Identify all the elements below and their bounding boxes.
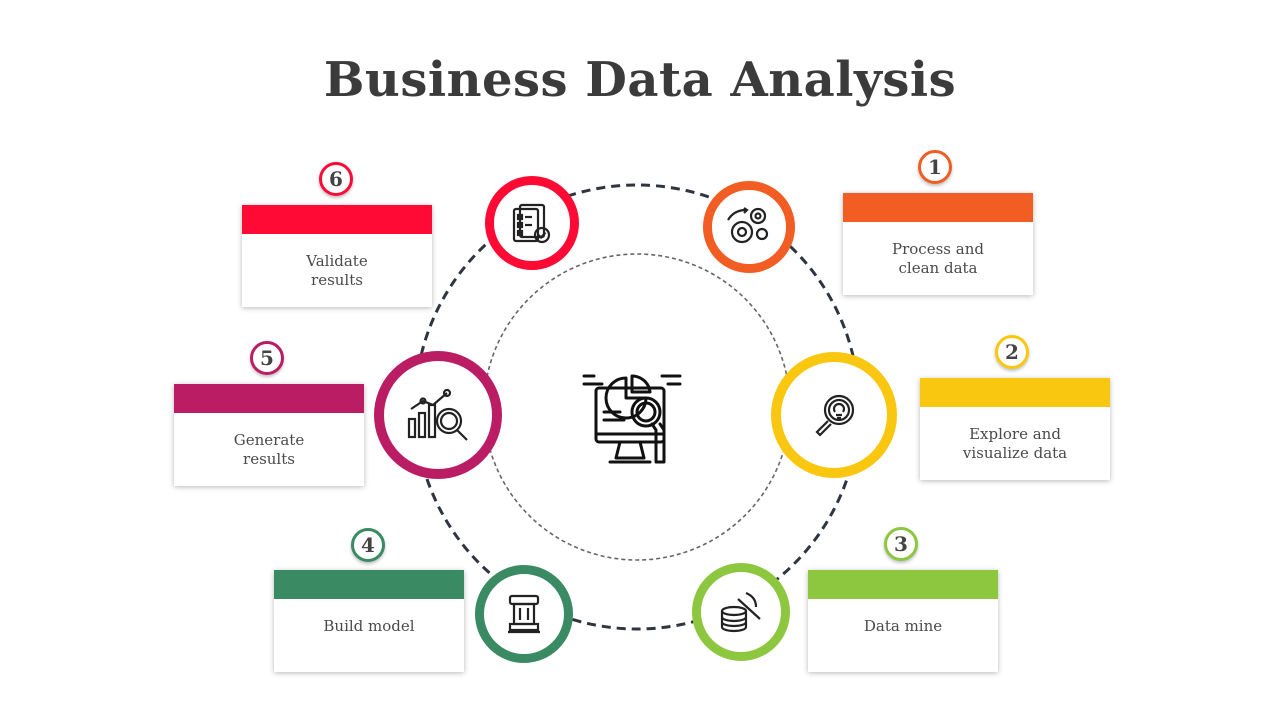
column-model-icon — [508, 594, 540, 634]
step-1-number-badge: 1 — [918, 150, 952, 184]
step-2-number-badge: 2 — [995, 335, 1029, 369]
step-5-label: Generate results — [233, 431, 305, 468]
chart-search-icon — [407, 388, 468, 441]
step-3-card: Data mine — [808, 570, 998, 672]
step-1-label: Process and clean data — [892, 240, 984, 277]
step-4-card: Build model — [274, 570, 464, 672]
step-3-number-badge: 3 — [884, 527, 918, 561]
step-6-card: Validate results — [242, 205, 432, 307]
step-5-card: Generate results — [174, 384, 364, 486]
step-2-node — [771, 352, 897, 478]
magnifier-bulb-icon — [815, 394, 855, 437]
pickaxe-coins-icon — [720, 591, 761, 633]
step-1-card: Process and clean data — [843, 193, 1033, 295]
step-2-card: Explore and visualize data — [920, 378, 1110, 480]
step-6-label: Validate results — [306, 252, 368, 289]
monitor-analysis-icon — [580, 370, 684, 474]
step-6-number-badge: 6 — [319, 162, 353, 196]
step-1-node — [703, 181, 795, 273]
step-3-label: Data mine — [863, 617, 943, 635]
step-3-node — [692, 563, 790, 661]
step-2-label: Explore and visualize data — [962, 425, 1068, 462]
step-6-node — [485, 176, 579, 270]
page-title: Business Data Analysis — [323, 52, 957, 108]
gears-icon — [727, 207, 769, 244]
checklist-icon — [512, 203, 551, 244]
step-4-label: Build model — [323, 617, 415, 635]
step-4-number-badge: 4 — [351, 528, 385, 562]
step-5-node — [374, 351, 502, 479]
step-4-node — [475, 565, 573, 663]
step-5-number-badge: 5 — [250, 341, 284, 375]
